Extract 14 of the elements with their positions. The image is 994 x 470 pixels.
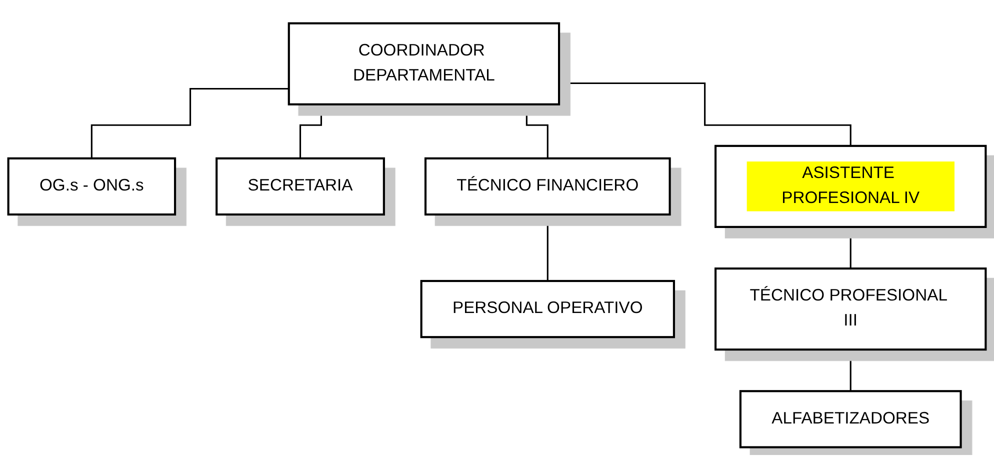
node-box	[216, 157, 385, 216]
connector	[850, 348, 852, 392]
node-box	[714, 144, 987, 228]
node-box	[714, 267, 987, 350]
node-box	[7, 157, 176, 216]
node-box	[424, 157, 671, 216]
org-chart: COORDINADOR DEPARTAMENTAL OG.s - ONG.s SECRETARIA TÉCNICO FINANCIERO ASISTENTE PROFESIONAL IV PERSONAL OPERATIVO TÉCNICO PROFESIONAL III ALFABETIZADORES	[0, 14, 994, 456]
connector	[559, 82, 852, 146]
connector	[546, 213, 548, 282]
connector	[850, 226, 852, 270]
node-box	[288, 22, 560, 106]
node-box	[739, 390, 962, 448]
node-box	[420, 280, 676, 338]
connector	[90, 88, 289, 159]
